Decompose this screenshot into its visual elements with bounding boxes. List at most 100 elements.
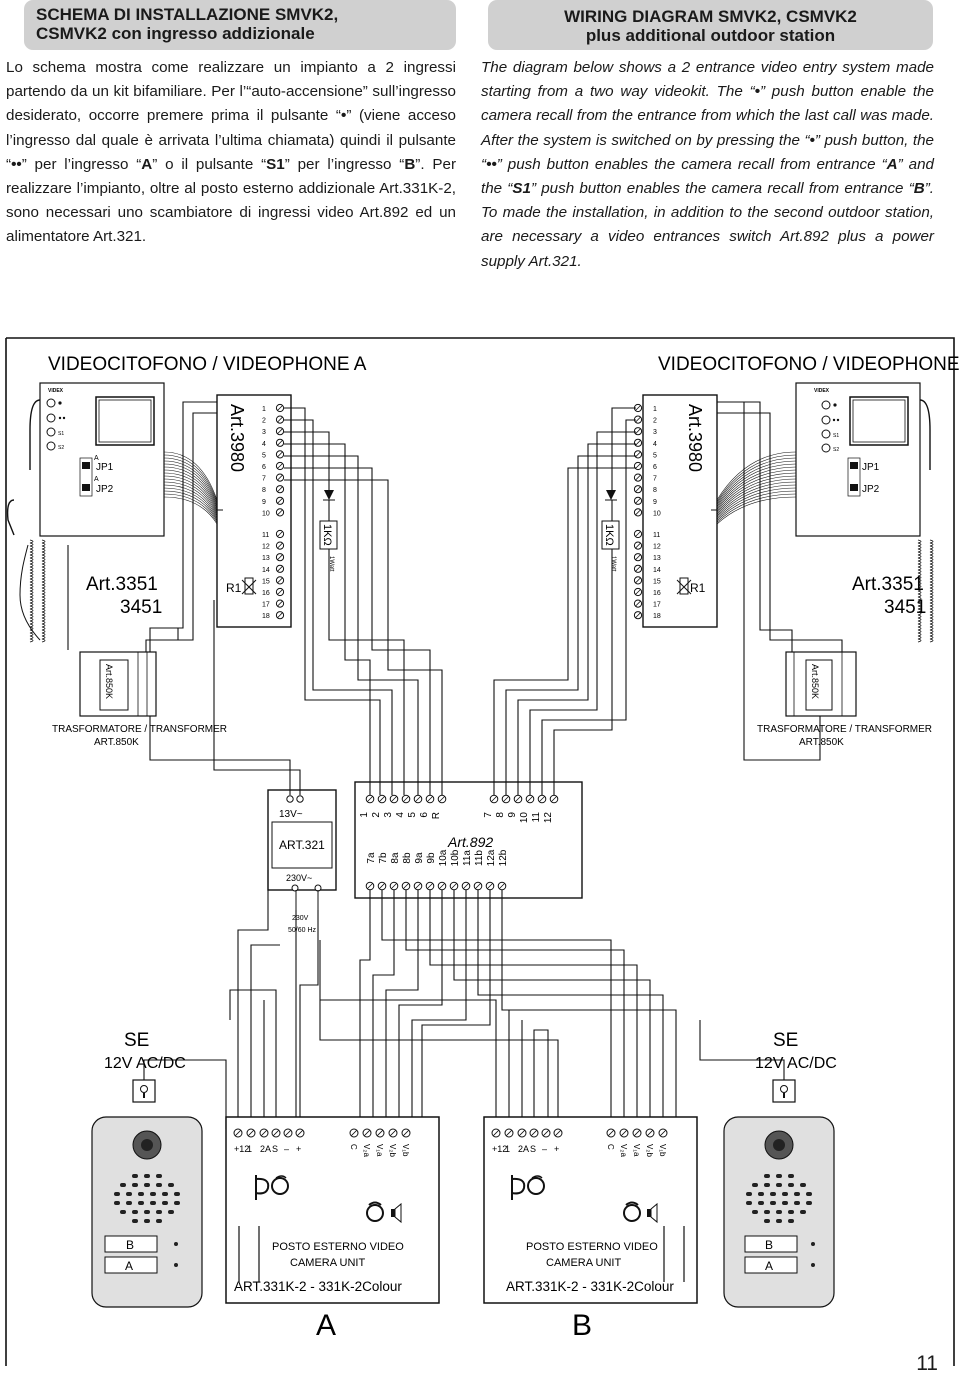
camera-a-speaker-icon [366, 1201, 402, 1224]
camera-a-logo [255, 1175, 289, 1200]
terminal-number: 18 [262, 613, 270, 620]
camera-b-logo [511, 1175, 545, 1200]
monitor-b-buttons: S1 S2 [821, 400, 839, 453]
face-plate-a-speaker-grille [114, 1174, 180, 1223]
transformer-b-label: TRASFORMATORE / TRANSFORMER [757, 724, 932, 735]
wire [421, 890, 491, 1129]
monitor-a-s1-label: S1 [58, 431, 64, 437]
terminal-number: 8 [653, 487, 657, 494]
para-en-bold: •• [486, 155, 497, 173]
switch-terminal-label: 12a [486, 849, 497, 866]
switch-terminal-label: 10a [438, 849, 449, 866]
handset-coiled-cord [929, 539, 934, 643]
para-it-text: ”. Per realizzare l’impianto, oltre al p… [6, 155, 456, 246]
switch-terminal-label: 8 [495, 812, 506, 818]
monitor-b-s1-label: S1 [833, 433, 839, 439]
monitor-a-jp-a: A [94, 455, 99, 462]
switch-terminal-label: 6 [419, 812, 430, 818]
para-en-bold: • [809, 131, 815, 149]
terminal-number: 15 [262, 578, 270, 585]
face-plate-b-button-b[interactable] [744, 1235, 798, 1253]
para-it-bold: A [141, 155, 153, 173]
switch-terminal-label: 1 [359, 812, 370, 818]
face-plate-b: B A [723, 1116, 835, 1308]
face-plate-a-button-a[interactable] [104, 1256, 158, 1274]
switch-terminal-label: 4 [395, 812, 406, 818]
monitor-b-s2-label: S2 [833, 447, 839, 453]
monitor-a-jp1-label: JP1 [96, 462, 114, 473]
paragraph-english: The diagram below shows a 2 entrance vid… [481, 56, 934, 274]
wire [372, 890, 395, 1129]
face-plate-a-button-b[interactable] [104, 1235, 158, 1253]
para-en-bold: A [886, 155, 898, 173]
para-en-text: ” push button, the “ [481, 131, 934, 173]
resistor-a-watt-label: 1Watt [328, 556, 334, 572]
wire [411, 890, 467, 1129]
wire [250, 944, 280, 1129]
wire [284, 407, 381, 795]
terminal-number: 3 [262, 429, 266, 436]
camera-terminal-label: +12 [234, 1144, 249, 1154]
wire [453, 890, 651, 1129]
terminal-number: 13 [653, 555, 661, 562]
camera-terminal-label: S [530, 1144, 536, 1154]
wire [319, 940, 559, 1129]
transformer-a-art: ART.850K [94, 737, 139, 748]
terminal-number: 6 [653, 464, 657, 471]
camera-terminal-label: V₁a [632, 1144, 641, 1157]
header-en-line1: WIRING DIAGRAM SMVK2, CSMVK2 [564, 7, 857, 26]
wire [405, 890, 625, 1129]
wire [299, 910, 319, 1129]
paragraph-italian: Lo schema mostra come realizzare un impi… [6, 56, 456, 250]
wire [429, 890, 638, 1129]
power-supply-321: 13V~ ART.321 230V~ 230V 50/60 Hz [267, 789, 337, 934]
face-plate-b-button-a[interactable] [744, 1256, 798, 1274]
para-en-bold: B [913, 180, 925, 198]
monitor-b-jp2-label: JP2 [862, 484, 880, 495]
resistor-b-watt-label: 1Watt [610, 556, 616, 572]
camera-terminal-label: +12 [492, 1144, 507, 1154]
camera-terminal-label: C [349, 1144, 358, 1150]
camera-b-speaker-icon [623, 1201, 658, 1224]
terminal-number: 10 [262, 510, 270, 517]
terminal-number: 4 [262, 441, 266, 448]
wire [359, 890, 371, 1129]
camera-terminal-label: 1 [247, 1144, 252, 1154]
para-en-text: ” push button enable the camera recall f… [481, 83, 934, 149]
switch-terminal-label: 12 [543, 812, 554, 824]
transformer-a-model: Art.850K [104, 664, 114, 699]
transformer-a: Art.850K TRASFORMATORE / TRANSFORMER ART… [52, 651, 227, 748]
switch-terminal-label: 11 [531, 812, 542, 823]
lock-b-voltage: 12V AC/DC [755, 1055, 837, 1072]
monitor-a-buttons: S1 S2 [46, 398, 66, 451]
wire [237, 870, 269, 1129]
monitor-b-model-l2: 3451 [884, 597, 926, 618]
monitor-a-jp-a2: A [94, 476, 99, 483]
terminal-number: 11 [262, 532, 269, 539]
camera-terminal-label: S [272, 1144, 278, 1154]
wire [381, 890, 612, 1129]
monitor-a-s2-label: S2 [58, 445, 64, 451]
switch-terminal-label: 11a [462, 850, 473, 866]
para-en-bold: • [754, 83, 760, 101]
camera-b-cable [663, 1226, 685, 1282]
face-plate-b-button-b-label: B [765, 1238, 773, 1252]
wire [541, 419, 636, 795]
face-plate-a-button-a-label: A [125, 1259, 133, 1273]
interface-b-r1-label: R1 [690, 581, 706, 595]
terminal-number: 1 [262, 406, 266, 413]
terminal-number: 14 [653, 567, 661, 574]
para-it-text: ” o il pulsante “ [152, 155, 267, 173]
psu-13v-label: 13V~ [279, 809, 303, 820]
door-lock-a: SE 12V AC/DC [104, 1030, 186, 1103]
camera-a-model: ART.331K-2 - 331K-2Colour [234, 1279, 402, 1294]
terminal-number: 9 [262, 499, 266, 506]
wire [717, 412, 843, 652]
camera-terminal-label: V₁b [401, 1144, 410, 1157]
wire [213, 600, 301, 795]
camera-terminal-label: V₁b [658, 1144, 667, 1157]
